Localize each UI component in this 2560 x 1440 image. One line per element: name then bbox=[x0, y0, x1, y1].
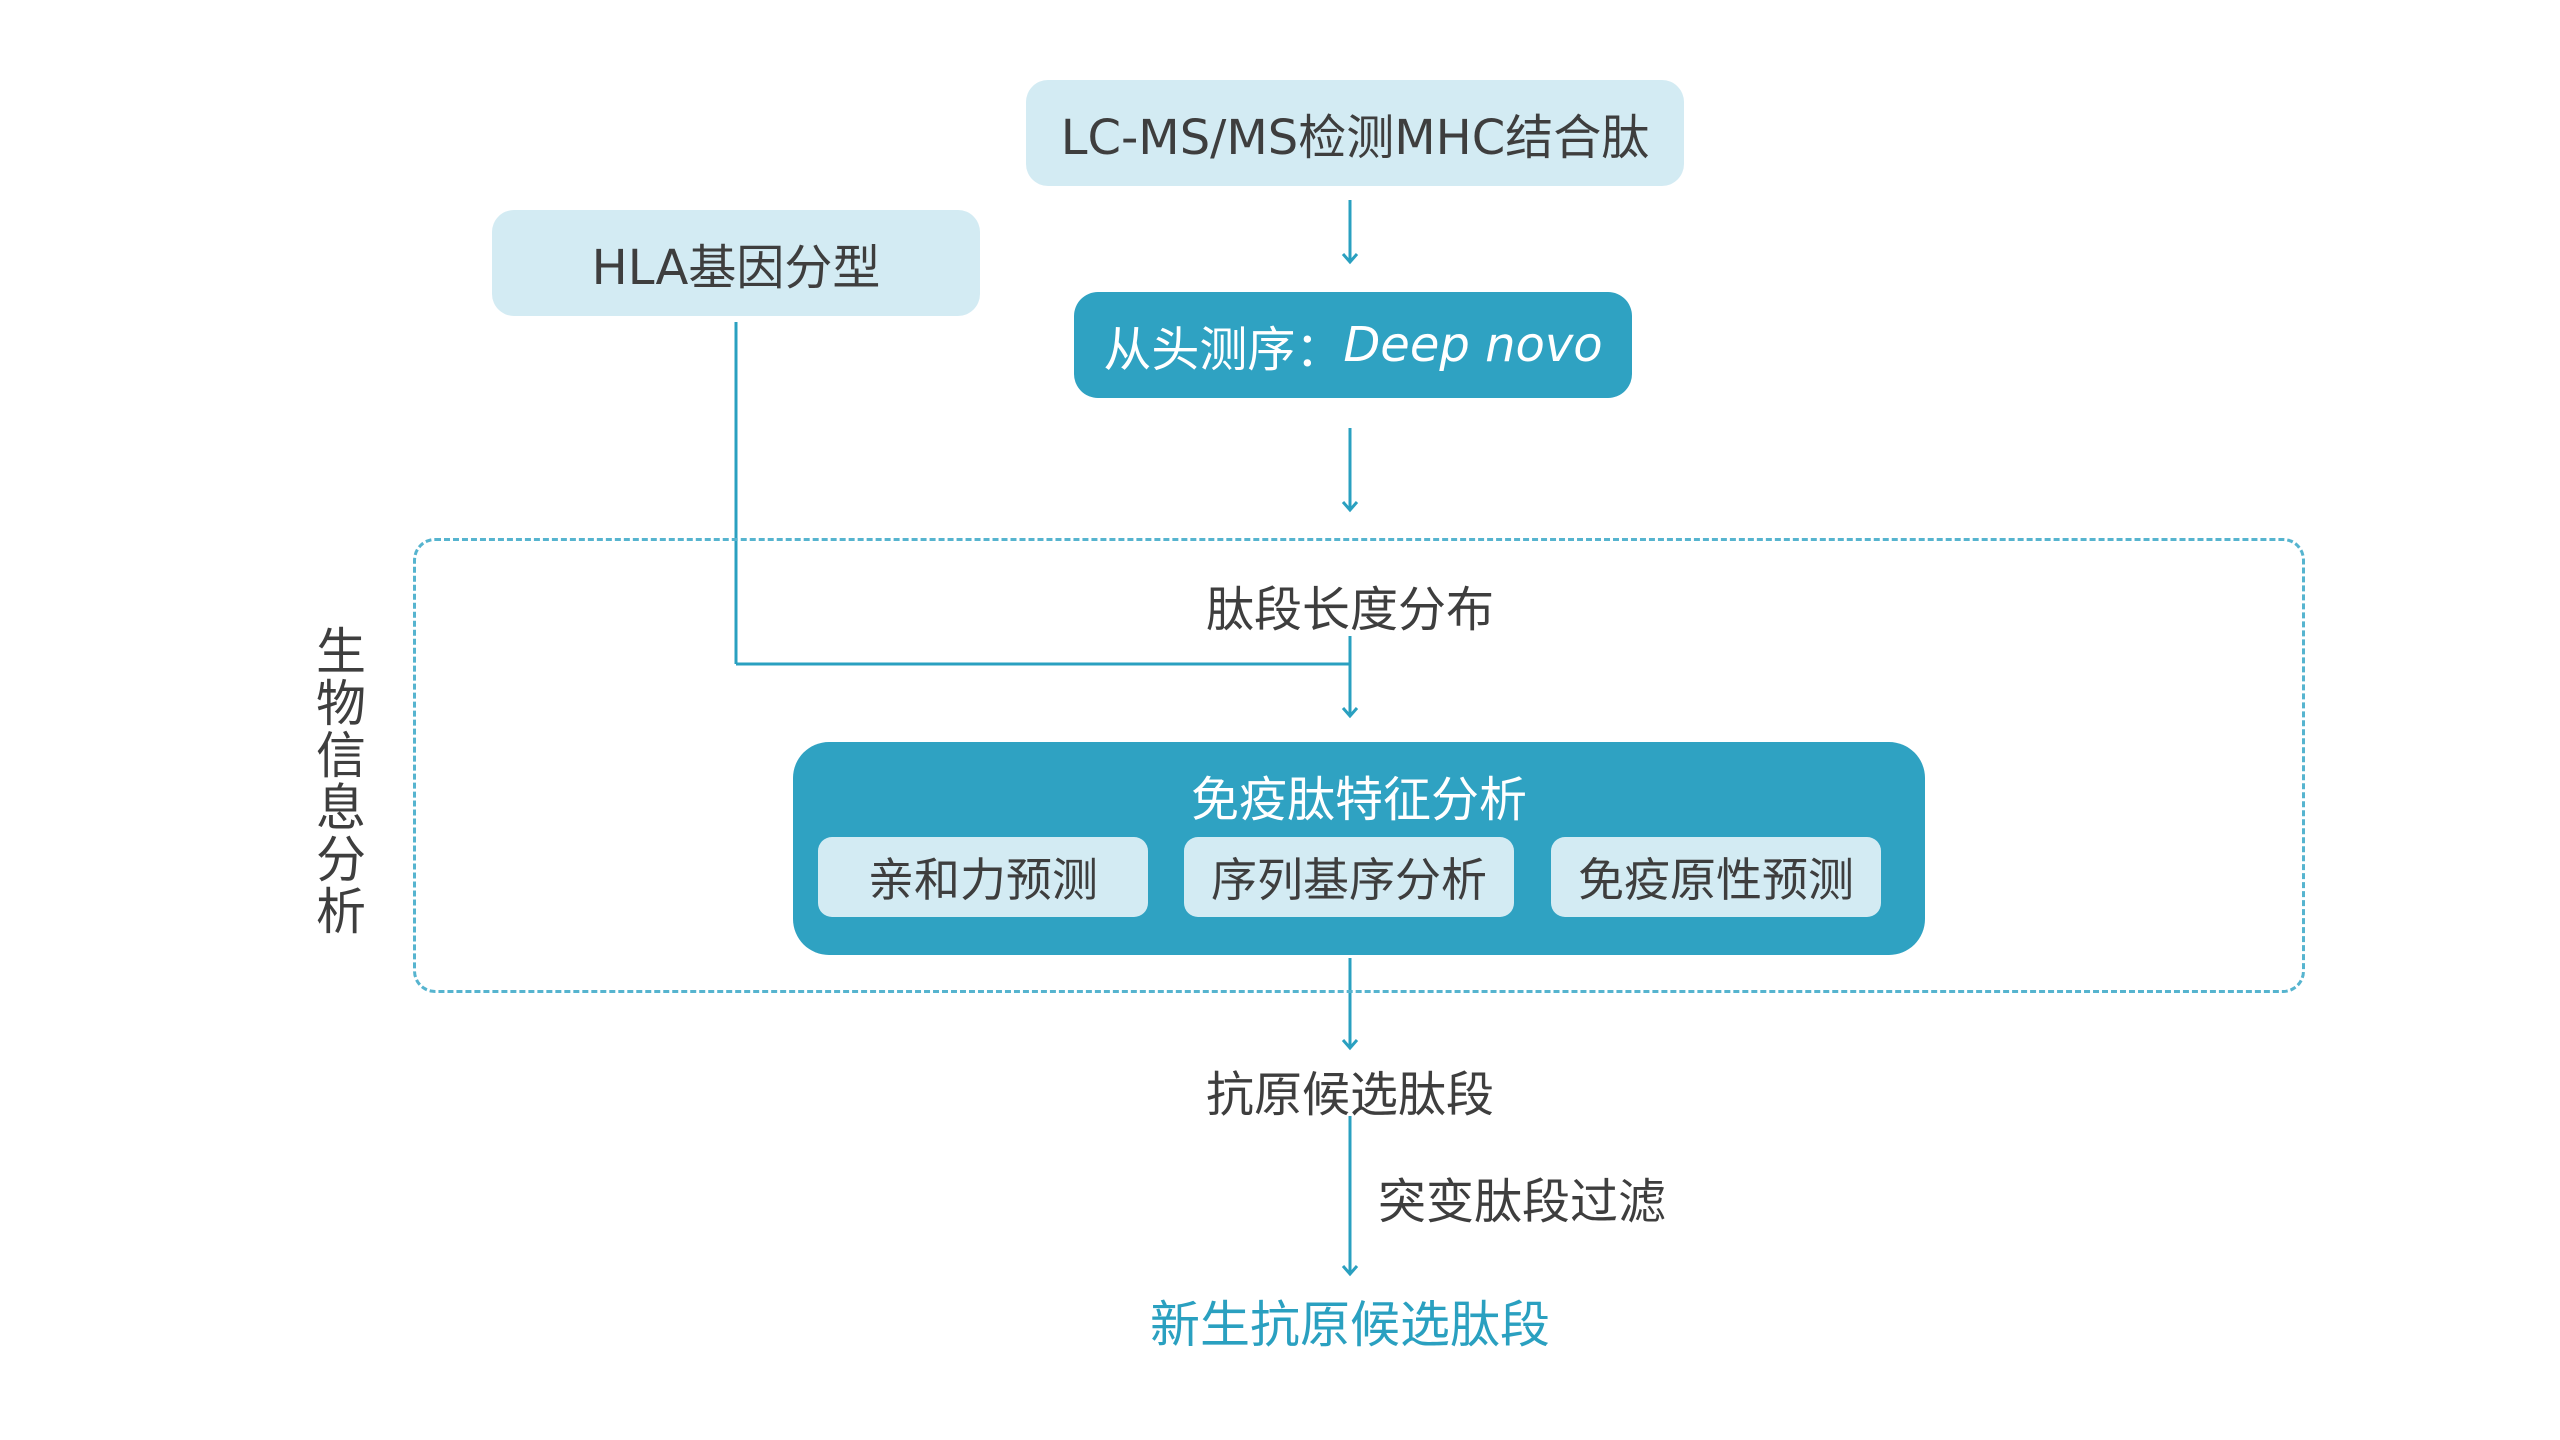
length-distribution-label: 肽段长度分布 bbox=[1205, 582, 1494, 638]
neoantigen-candidates-label: 新生抗原候选肽段 bbox=[1150, 1296, 1550, 1354]
feature-analysis-title: 免疫肽特征分析 bbox=[1190, 772, 1527, 828]
bioinformatics-group bbox=[413, 538, 2305, 993]
denovo-prefix: 从头测序： bbox=[1103, 322, 1344, 378]
denovo-box: 从头测序： Deep novo bbox=[1074, 292, 1632, 398]
immunogenicity-prediction-box: 免疫原性预测 bbox=[1551, 837, 1881, 917]
motif-analysis-label: 序列基序分析 bbox=[1211, 853, 1487, 907]
feature-analysis-panel: 免疫肽特征分析 亲和力预测 序列基序分析 免疫原性预测 bbox=[793, 742, 1925, 955]
mutation-filter-label: 突变肽段过滤 bbox=[1378, 1174, 1667, 1230]
affinity-prediction-box: 亲和力预测 bbox=[818, 837, 1148, 917]
motif-analysis-box: 序列基序分析 bbox=[1184, 837, 1514, 917]
lcms-box: LC-MS/MS检测MHC结合肽 bbox=[1026, 80, 1684, 186]
denovo-method: Deep novo bbox=[1343, 317, 1603, 373]
hla-box: HLA基因分型 bbox=[492, 210, 980, 316]
hla-label: HLA基因分型 bbox=[591, 240, 881, 296]
immunogenicity-prediction-label: 免疫原性预测 bbox=[1578, 853, 1854, 907]
antigen-candidates-label: 抗原候选肽段 bbox=[1205, 1067, 1494, 1123]
lcms-label: LC-MS/MS检测MHC结合肽 bbox=[1060, 110, 1650, 166]
group-label: 生物信息分析 bbox=[308, 625, 366, 937]
affinity-prediction-label: 亲和力预测 bbox=[868, 853, 1098, 907]
